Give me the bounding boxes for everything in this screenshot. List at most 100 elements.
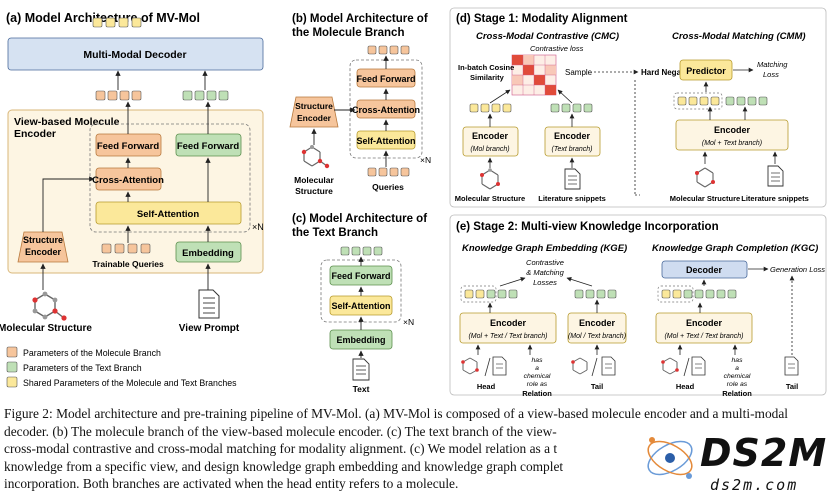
kge-tail-tokens [574,289,617,299]
cmc-mol-tokens [469,103,512,113]
in-batch-label-1: In-batch Cosine [458,63,514,72]
kge-head-encoder-label: Encoder [490,318,527,328]
kge-loss-label-2: & Matching [526,268,564,277]
kgc-head-label: Head [676,382,695,391]
watermark: DS2M ds2m.com [640,420,830,502]
self-attention [95,201,242,225]
panel-d-title: (d) Stage 1: Modality Alignment [456,13,628,25]
kge-head-label: Head [477,382,496,391]
caption-line-1: Figure 2: Model architecture and pre-tra… [4,406,789,421]
panel-a: (a) Model Architecture of MV-Mol Multi-M… [0,11,264,388]
branch-b-self-attention-label: Self-Attention [357,136,416,146]
cmc-title: Cross-Modal Contrastive (CMC) [476,31,619,42]
kgc-relation-3: chemical [724,373,751,380]
cmm-encoder-label: Encoder [714,125,751,135]
encoder-title-line1: View-based Molecule [14,116,120,128]
branch-c-document-icon [352,358,370,381]
predictor-label: Predictor [686,66,726,76]
kge-tail-encoder-label: Encoder [579,318,616,328]
cross-attention [95,167,162,191]
kge-tail-document-icon [601,356,616,376]
panel-c-title-1: (c) Model Architecture of [292,213,427,225]
branch-b-feed-forward-label: Feed Forward [356,74,415,84]
matching-loss-label-2: Loss [763,70,779,79]
branch-c-output-tokens [340,246,383,256]
branch-c-feed-forward-label: Feed Forward [331,271,390,281]
branch-b-cross-attention-label: Cross-Attention [352,105,420,115]
kgc-relation-4: role as [727,381,748,388]
matching-loss-label-1: Matching [757,60,788,69]
kgc-relation-1: has [732,357,744,364]
branch-b-output-tokens [367,45,410,55]
molecular-structure-label: Molecular Structure [0,323,92,334]
cmc-document-icon [564,168,581,190]
self-attention-label: Self-Attention [137,209,199,220]
cmm-document-icon [767,165,784,187]
watermark-orbit-icon [647,437,693,479]
panel-b-title-1: (b) Model Architecture of [292,13,428,25]
panel-d-frame [449,7,827,208]
feed-forward-molecule [95,133,162,157]
encoder-output-tokens-right [182,90,229,101]
kge-relation-1: has [532,357,544,364]
cmm-tokens [673,92,768,110]
cmc-text-branch-label: (Text branch) [552,146,593,153]
kgc-encoder-branch: (Mol + Text / Text branch) [664,333,743,340]
branch-c-text-label: Text [353,384,370,394]
predictor [679,59,733,81]
sample-label: Sample [565,68,593,77]
kge-title: Knowledge Graph Embedding (KGE) [462,243,627,254]
cmm-encoder [675,119,789,151]
panel-e: (e) Stage 2: Multi-view Knowledge Incorp… [449,214,827,398]
embedding-label: Embedding [182,248,234,259]
watermark-url: ds2m.com [710,476,798,494]
kge-head-encoder-branch: (Mol + Text / Text branch) [468,333,547,340]
cmm-literature-label: Literature snippets [741,194,809,203]
structure-encoder-label-1: Structure [23,235,63,245]
contrastive-loss-label: Contrastive loss [530,44,584,53]
kge-relation-2: a [535,365,539,372]
cross-attention-label: Cross-Attention [92,175,164,186]
kgc-tail-document-icon [784,356,799,376]
panel-e-title: (e) Stage 2: Multi-view Knowledge Incorp… [456,221,719,233]
encoder-output-tokens-left [95,90,142,101]
kge-head-molecule-icon [461,357,479,375]
caption-line-2: decoder. (b) The molecule branch of the … [4,423,557,439]
multi-modal-decoder-label: Multi-Modal Decoder [83,49,186,61]
kge-relation-4: role as [527,381,548,388]
kge-loss-label-1: Contrastive [526,258,564,267]
panel-b-title-2: the Molecule Branch [292,27,404,39]
branch-b-mol-label-1: Molecular [294,175,334,185]
encoder-title-line2: Encoder [14,128,56,140]
kgc-relation-label: Relation [722,389,752,398]
branch-b-query-tokens [367,167,410,177]
cmc-molecule-icon [480,168,500,190]
branch-b-mol-label-2: Structure [295,186,333,196]
panel-e-frame [449,214,827,396]
kge-head-tokens [460,285,518,303]
feed-forward-text-label: Feed Forward [177,141,239,152]
branch-b-structure-encoder [289,96,339,128]
decoder-output-tokens [92,17,142,28]
multi-modal-decoder [7,37,264,71]
kge-tail-encoder-branch: (Mol / Text branch) [568,333,626,340]
panel-d: (d) Stage 1: Modality Alignment Cross-Mo… [449,7,827,208]
branch-b-queries-label: Queries [372,182,404,192]
hard-negatives-label: Hard Negatives [641,68,700,77]
kge-head-encoder [459,312,557,344]
feed-forward-molecule-label: Feed Forward [97,141,159,152]
kge-head-document-icon [492,356,507,376]
panel-c: (c) Model Architecture of the Text Branc… [292,213,427,394]
branch-c-embedding-label: Embedding [337,335,386,345]
figure: (a) Model Architecture of MV-Mol Multi-M… [0,7,827,398]
kge-tail-molecule-icon [571,357,588,375]
kgc-encoder [655,312,753,344]
kge-tail-label: Tail [591,382,603,391]
legend-molecule-branch: Parameters of the Molecule Branch [23,348,161,358]
branch-c-repeat: ×N [403,317,414,327]
cmc-text-encoder [544,126,601,157]
trainable-queries-label: Trainable Queries [92,259,164,269]
cmc-mol-branch-label: (Mol branch) [470,146,509,153]
cmc-mol-encoder-label: Encoder [472,131,509,141]
embedding [175,241,242,263]
